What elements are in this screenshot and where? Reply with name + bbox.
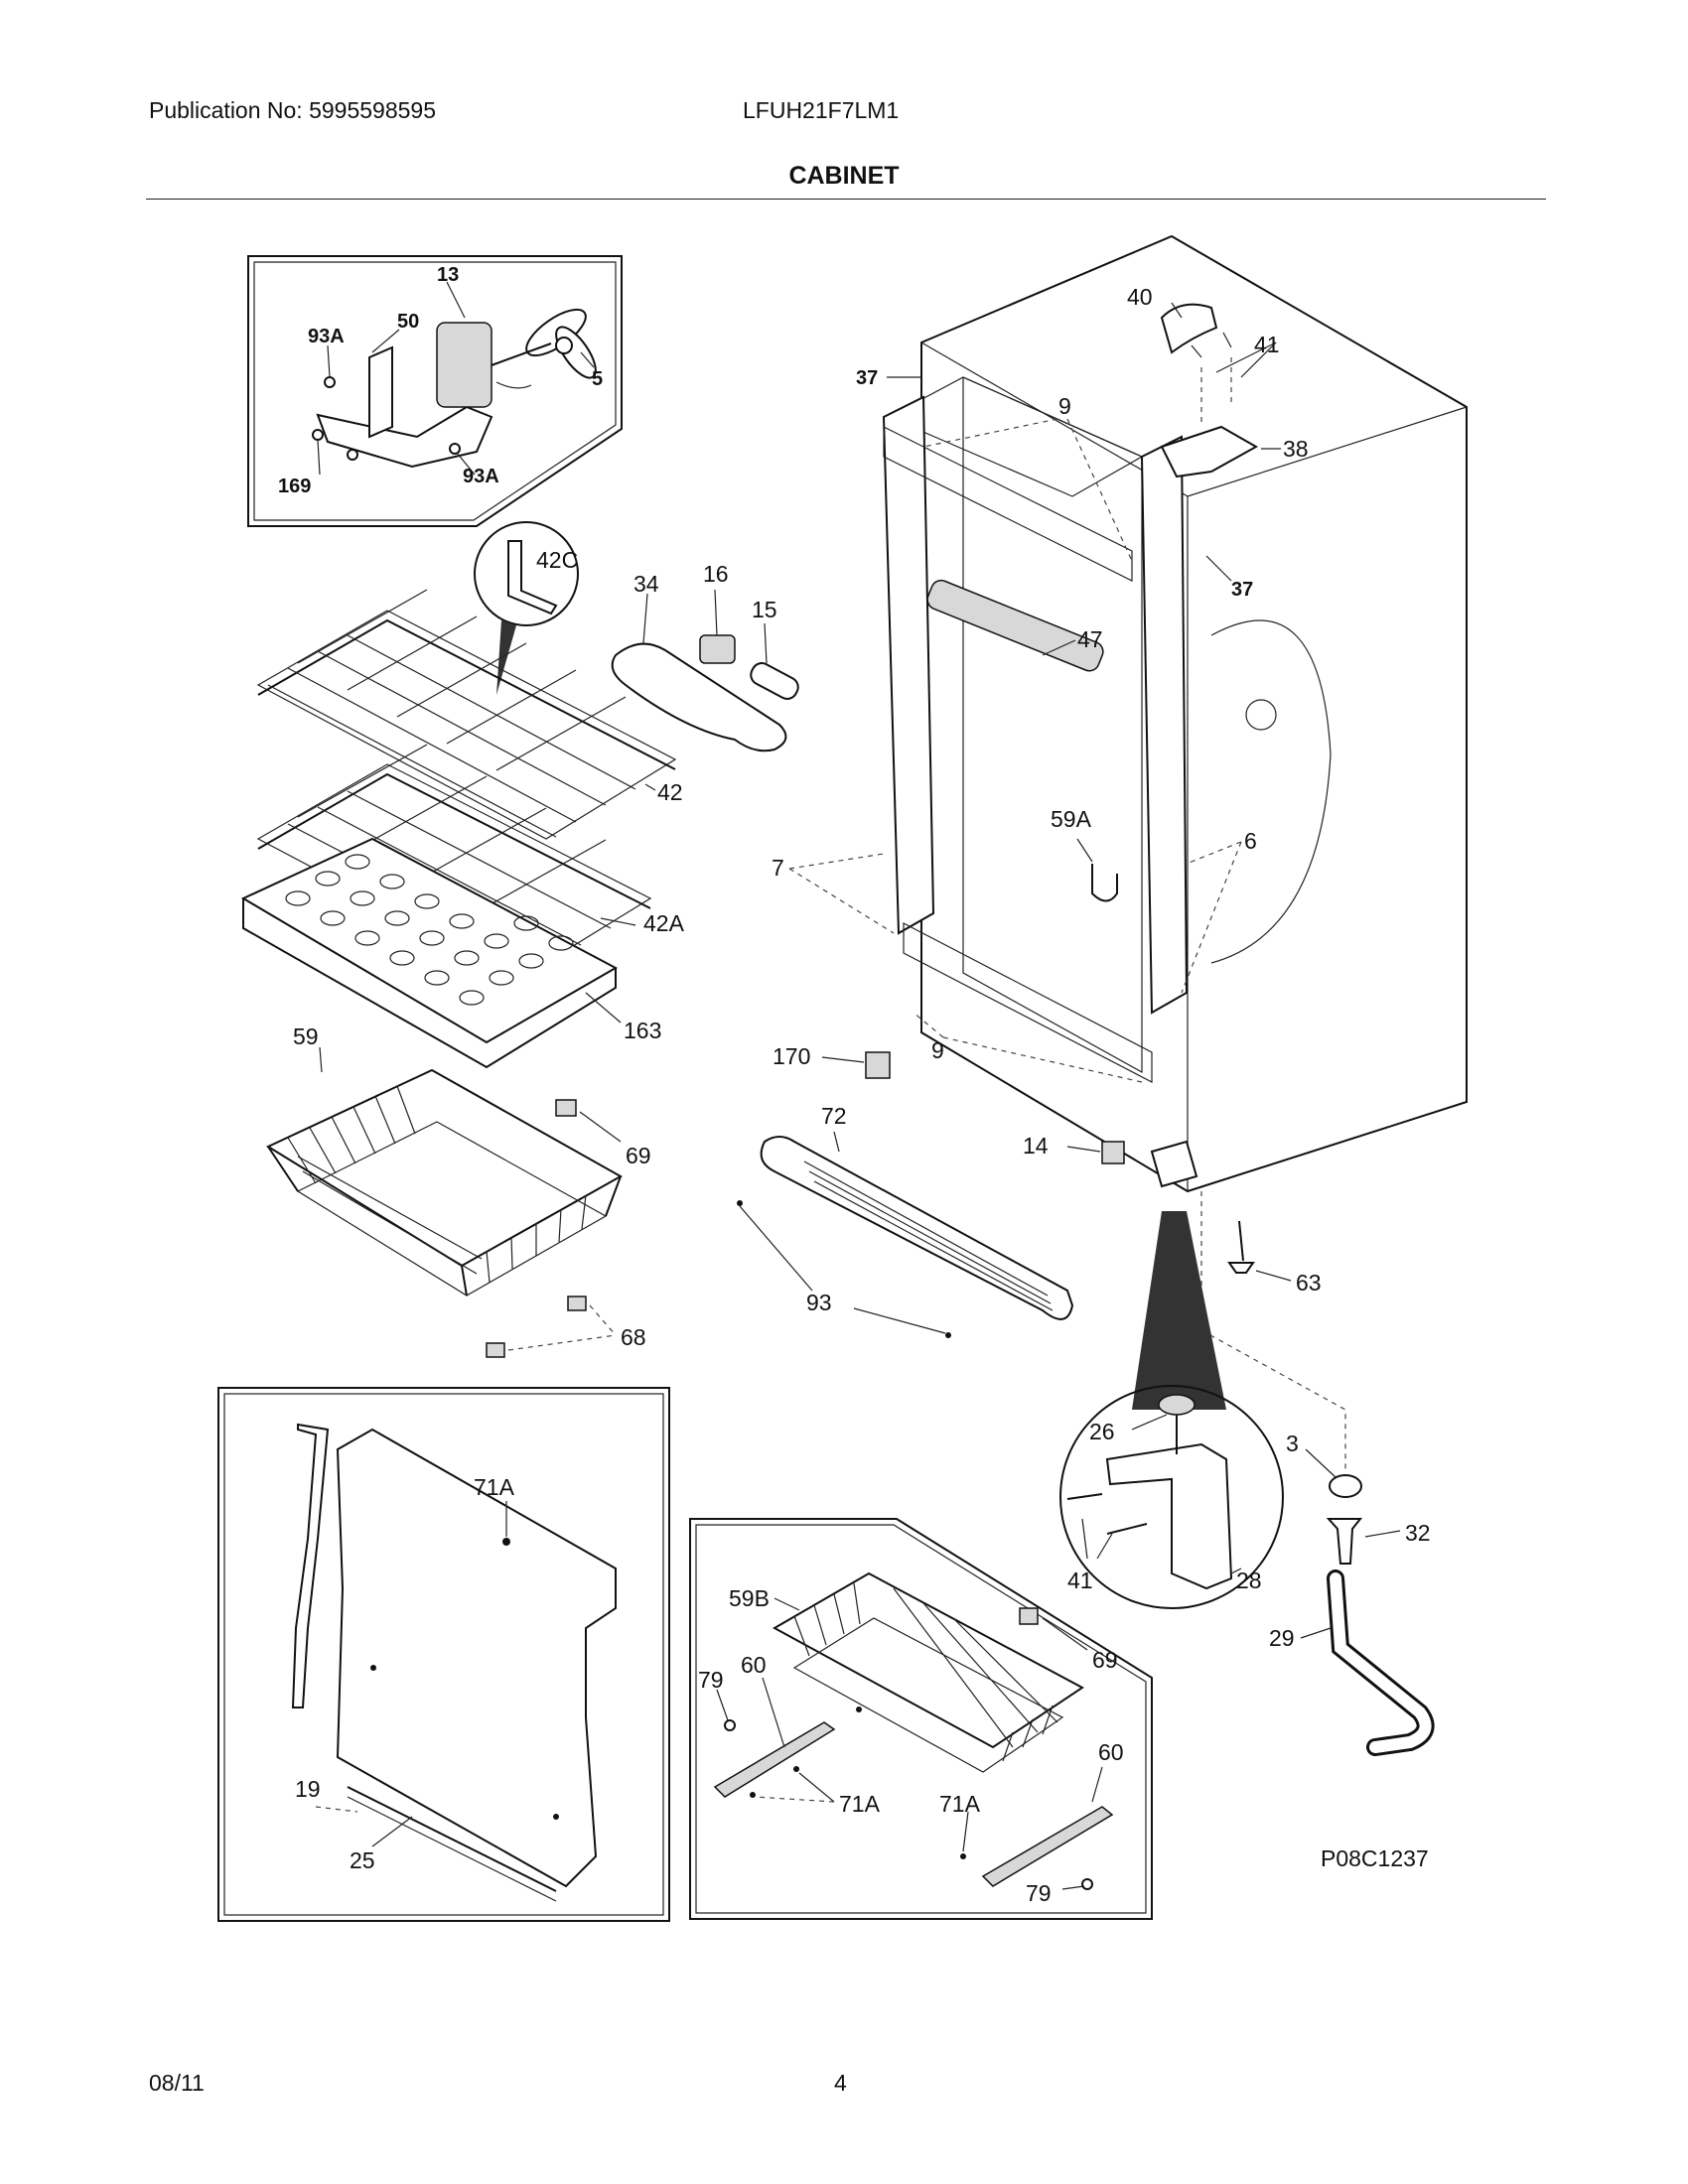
basket-stop-68 — [567, 1296, 587, 1311]
publication-number: Publication No: 5995598595 — [149, 97, 437, 123]
evaporator-cover — [1210, 619, 1332, 964]
callout-47: 47 — [1077, 626, 1103, 652]
callout-25: 25 — [350, 1847, 375, 1873]
callout-16: 16 — [703, 561, 729, 587]
callout-63: 63 — [1296, 1270, 1322, 1296]
callout-69: 69 — [626, 1143, 651, 1168]
switch-14 — [1101, 1141, 1125, 1164]
callout-40: 40 — [1127, 284, 1153, 310]
top-hinge-38 — [1160, 425, 1259, 478]
fan-motor-inset: 13 50 93A 5 169 93A — [247, 255, 623, 527]
callout-71a: 71A — [839, 1791, 881, 1817]
callout-38: 38 — [1283, 436, 1309, 462]
shelf-clip — [507, 540, 558, 615]
basket-slide-inset: 59B 69 79 60 71A 71A 60 79 — [689, 1518, 1153, 1920]
callout-59b: 59B — [729, 1585, 770, 1611]
callout-5: 5 — [592, 368, 603, 390]
callout-50: 50 — [397, 311, 419, 333]
basket-stop-69 — [555, 1099, 577, 1117]
callout-41: 41 — [1254, 332, 1280, 357]
callout-71a: 71A — [474, 1474, 515, 1500]
header-rule — [146, 199, 1546, 200]
footer-date: 08/11 — [149, 2070, 205, 2096]
callout-93a: 93A — [308, 326, 345, 347]
callout-9: 9 — [931, 1037, 944, 1063]
callout-13: 13 — [437, 264, 459, 286]
hinge-cap-3 — [1329, 1474, 1362, 1498]
callout-15: 15 — [752, 597, 777, 622]
callout-41: 41 — [1067, 1568, 1093, 1593]
callout-93a: 93A — [463, 466, 499, 487]
basket-stop-68 — [486, 1342, 505, 1358]
light-assembly: 34 16 15 — [611, 561, 799, 752]
callout-79: 79 — [698, 1667, 724, 1693]
callout-42c: 42C — [536, 547, 578, 573]
callout-42: 42 — [657, 779, 683, 805]
callout-6: 6 — [1244, 828, 1257, 854]
callout-59: 59 — [293, 1024, 319, 1049]
callout-93: 93 — [806, 1290, 832, 1315]
callout-19: 19 — [295, 1776, 321, 1802]
callout-42a: 42A — [643, 910, 685, 936]
callout-29: 29 — [1269, 1625, 1295, 1651]
callout-60: 60 — [1098, 1739, 1124, 1765]
kick-panel-inset: 71A 19 25 — [217, 1387, 670, 1922]
callout-26: 26 — [1089, 1419, 1115, 1444]
callout-72: 72 — [821, 1103, 847, 1129]
air-duct-panel — [336, 1428, 617, 1888]
callout-79: 79 — [1026, 1880, 1052, 1906]
callout-69: 69 — [1092, 1647, 1118, 1673]
hinge-pin-32 — [1326, 1518, 1363, 1565]
gasket-strip — [291, 1423, 330, 1708]
callout-32: 32 — [1405, 1520, 1431, 1546]
toe-grille-72: 72 — [760, 1103, 1074, 1320]
page-number: 4 — [834, 2070, 847, 2096]
fan-motor — [436, 322, 492, 408]
perforated-cover-163 — [240, 837, 619, 1069]
hinge-bushing-26 — [1158, 1394, 1196, 1416]
callout-28: 28 — [1236, 1568, 1262, 1593]
hinge-tool-29 — [1327, 1570, 1435, 1756]
cabinet-body — [887, 234, 1468, 1193]
callout-59a: 59A — [1051, 806, 1092, 832]
callout-71a: 71A — [939, 1791, 981, 1817]
light-bulb — [750, 662, 799, 700]
callout-9: 9 — [1058, 393, 1071, 419]
wire-basket-59b — [772, 1571, 1084, 1749]
wire-shelf-42 — [256, 589, 677, 840]
lower-hinge-28 — [1105, 1442, 1233, 1590]
leveling-leg-63 — [1227, 1220, 1255, 1274]
hinge-magnifier: 26 41 28 — [1059, 1385, 1284, 1609]
model-number: LFUH21F7LM1 — [743, 97, 900, 123]
lower-hinge — [1150, 1140, 1198, 1188]
switch-170 — [865, 1051, 891, 1079]
callout-68: 68 — [621, 1324, 646, 1350]
callout-170: 170 — [773, 1043, 810, 1069]
callout-7: 7 — [772, 855, 784, 881]
light-socket — [699, 634, 736, 664]
section-title: CABINET — [788, 162, 900, 190]
hinge-cover-40 — [1160, 303, 1218, 354]
callout-37: 37 — [1231, 579, 1253, 601]
wire-basket-59 — [265, 1068, 624, 1297]
fan-bracket — [316, 405, 493, 469]
callout-3: 3 — [1286, 1431, 1299, 1456]
callout-163: 163 — [624, 1018, 661, 1043]
drawing-code: P08C1237 — [1321, 1845, 1429, 1871]
callout-14: 14 — [1023, 1133, 1049, 1159]
callout-60: 60 — [741, 1652, 767, 1678]
shelf-clip-magnifier: 42C — [474, 521, 579, 695]
callout-34: 34 — [633, 571, 659, 597]
basket-slide-60 — [713, 1721, 836, 1798]
basket-slide-60 — [981, 1806, 1114, 1887]
basket-stop-69 — [1019, 1607, 1039, 1625]
callout-169: 169 — [278, 476, 311, 497]
light-shield — [611, 642, 787, 752]
basket-hook-59a — [1091, 864, 1118, 902]
callout-37: 37 — [856, 367, 878, 389]
